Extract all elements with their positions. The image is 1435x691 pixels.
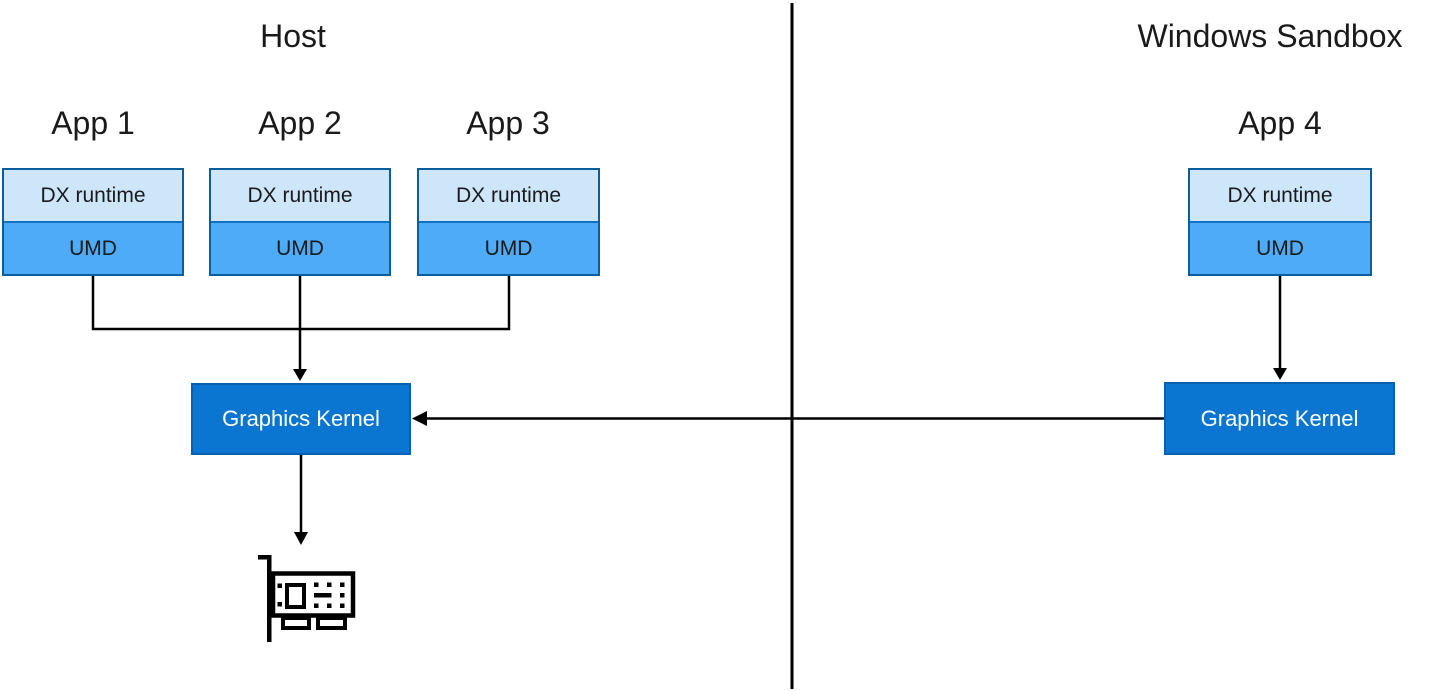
arrow-apps-to-kernel-head (293, 369, 307, 381)
arrow-kernel-to-gpu-head (294, 532, 308, 545)
app2-label: App 2 (258, 105, 342, 141)
app2-stack: DX runtime UMD (209, 168, 391, 276)
gpu-bracket-bar (267, 555, 272, 642)
app4-umd-box: UMD (1190, 223, 1370, 274)
gpu-bracket-tab (258, 555, 271, 560)
gpu-chip (285, 583, 306, 609)
app4-stack: DX runtime UMD (1188, 168, 1372, 276)
host-graphics-kernel-box: Graphics Kernel (191, 383, 411, 455)
app1-stack: DX runtime UMD (2, 168, 184, 276)
app2-dx-runtime-box: DX runtime (211, 170, 389, 223)
app3-label: App 3 (466, 105, 550, 141)
app3-stack: DX runtime UMD (417, 168, 600, 276)
app4-dx-runtime-box: DX runtime (1190, 170, 1370, 223)
app4-label: App 4 (1238, 105, 1322, 141)
app2-umd-box: UMD (211, 223, 389, 274)
host-zone-title: Host (260, 18, 326, 54)
arrow-app4-to-kernel-head (1273, 368, 1287, 380)
gpu-connector-tab-left (281, 616, 311, 630)
gpu-card-body (270, 571, 356, 618)
sandbox-graphics-kernel-box: Graphics Kernel (1164, 382, 1395, 455)
app3-dx-runtime-box: DX runtime (419, 170, 598, 223)
arrow-sandbox-kernel-to-host-kernel-head (412, 411, 427, 426)
app1-umd-box: UMD (4, 223, 182, 274)
app1-label: App 1 (51, 105, 135, 141)
sandbox-zone-title: Windows Sandbox (1137, 18, 1403, 54)
app3-umd-box: UMD (419, 223, 598, 274)
gpu-card-icon (258, 555, 356, 642)
gpu-connector-tab-right (316, 616, 347, 630)
app1-dx-runtime-box: DX runtime (4, 170, 182, 223)
